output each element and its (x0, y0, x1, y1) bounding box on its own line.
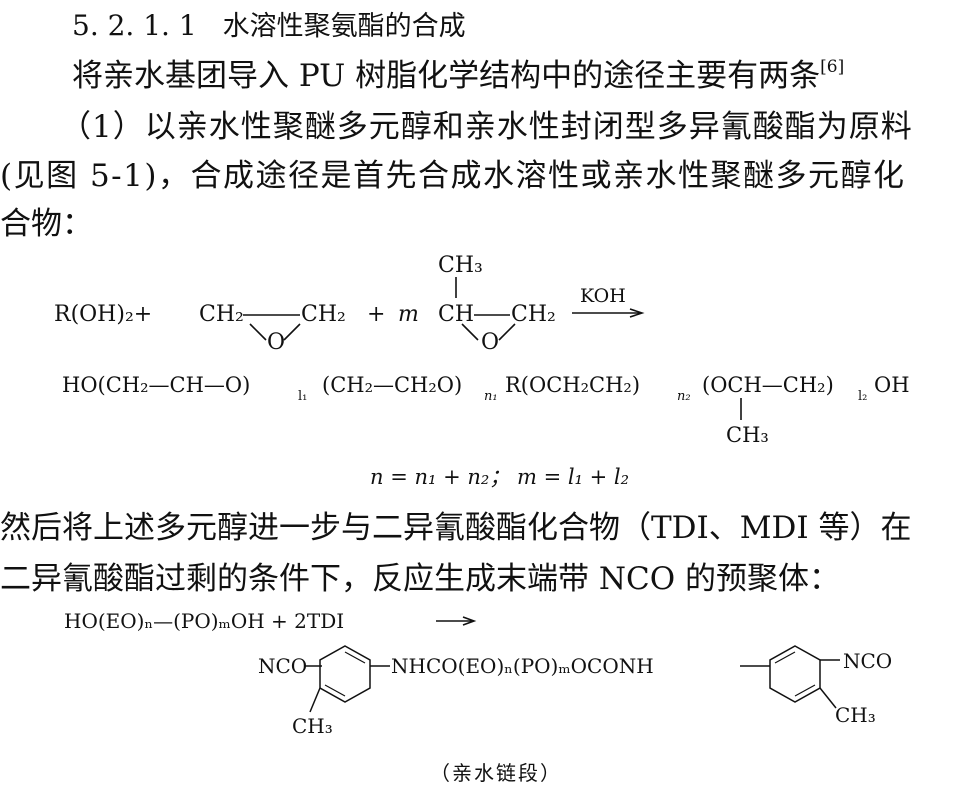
product-seg-3: R(OCH₂CH₂) (505, 373, 640, 397)
reaction-arrow-1-head (629, 308, 645, 318)
bond-methyl-left (309, 687, 321, 713)
methyl-top: CH₃ (438, 253, 483, 278)
isocyanate-left: NCO (258, 654, 307, 678)
methyl-right: CH₃ (835, 703, 876, 727)
chain-length-relation: n = n₁ + n₂； m = l₁ + l₂ (370, 465, 629, 489)
section-number: 5. 2. 1. 1 (72, 9, 197, 42)
propylene-ch: CH (438, 302, 474, 327)
paragraph-1-text: 将亲水基团导入 PU 树脂化学结构中的途径主要有两条 (72, 58, 821, 94)
product-seg-4: (OCH—CH₂) (702, 373, 834, 397)
benzene-ring-right (769, 645, 821, 703)
paragraph-3-line-1: 然后将上述多元醇进一步与二异氰酸酯化合物（TDI、MDI 等）在 (0, 510, 912, 546)
product-seg-2: (CH₂—CH₂O) (322, 373, 462, 397)
propylene-oxygen: O (481, 330, 499, 355)
reaction-arrow-2-head (462, 616, 477, 626)
ring-right-double-2 (794, 684, 816, 697)
benzene-ring-left (319, 645, 371, 703)
section-title: 水溶性聚氨酯的合成 (222, 11, 466, 42)
epoxide-ch2-left: CH₂ (199, 302, 244, 327)
reactant-diol: R(OH)₂+ (54, 302, 152, 327)
subscript-n1: n₁ (484, 389, 498, 404)
paragraph-2-line-2: (见图 5-1)，合成途径是首先合成水溶性或亲水性聚醚多元醇化 (0, 158, 906, 194)
product-1: HO(CH₂—CH—O) l₁ (CH₂—CH₂O) n₁ R(OCH₂CH₂)… (62, 373, 910, 447)
propylene-ch2: CH₂ (511, 302, 556, 327)
reaction-1: R(OH)₂+ CH₂ CH₂ O + m CH₃ CH CH₂ O KOH (54, 253, 645, 355)
citation-ref: [6] (820, 57, 845, 77)
reaction-2: HO(EO)ₙ—(PO)ₘOH + 2TDI NCO CH₃ NHCO(EO)ₙ… (64, 609, 892, 738)
product-seg-5: OH (874, 373, 910, 397)
methyl-left: CH₃ (292, 714, 333, 738)
product-methyl: CH₃ (726, 423, 769, 447)
paragraph-3-line-2: 二异氰酸酯过剩的条件下，反应生成末端带 NCO 的预聚体： (0, 561, 840, 597)
ring-left-double-2 (324, 684, 346, 697)
subscript-n2: n₂ (677, 389, 691, 404)
section-heading: 5. 2. 1. 1 水溶性聚氨酯的合成 (72, 4, 466, 43)
product-seg-1: HO(CH₂—CH—O) (62, 373, 250, 397)
catalyst-label: KOH (580, 285, 626, 307)
paragraph-1: 将亲水基团导入 PU 树脂化学结构中的途径主要有两条[6] (72, 50, 844, 95)
bond-methyl-right (819, 687, 837, 709)
urethane-chain: NHCO(EO)ₙ(PO)ₘOCONH (391, 654, 654, 678)
epoxide-ch2-right: CH₂ (301, 302, 346, 327)
isocyanate-right: NCO (843, 649, 892, 673)
figure-caption: （亲水链段） (430, 761, 562, 785)
subscript-l2: l₂ (858, 389, 867, 404)
subscript-l1: l₁ (298, 389, 307, 404)
paragraph-2-line-3: 合物： (0, 206, 93, 242)
propylene-o-bond-left (461, 323, 479, 341)
propylene-o-bond-right (498, 323, 516, 341)
epoxide-oxygen: O (267, 330, 285, 355)
ring-left-double-1 (344, 651, 366, 664)
paragraph-2-line-1: （1）以亲水性聚醚多元醇和亲水性封闭型多异氰酸酯为原料 (60, 109, 913, 145)
ring-right-double-1 (774, 651, 796, 664)
epoxide-o-bond-left (249, 323, 267, 341)
reaction-2-reactants: HO(EO)ₙ—(PO)ₘOH + 2TDI (64, 609, 344, 633)
plus-sign: + (367, 302, 385, 327)
coefficient-m: m (398, 302, 419, 327)
epoxide-o-bond-right (283, 323, 301, 341)
